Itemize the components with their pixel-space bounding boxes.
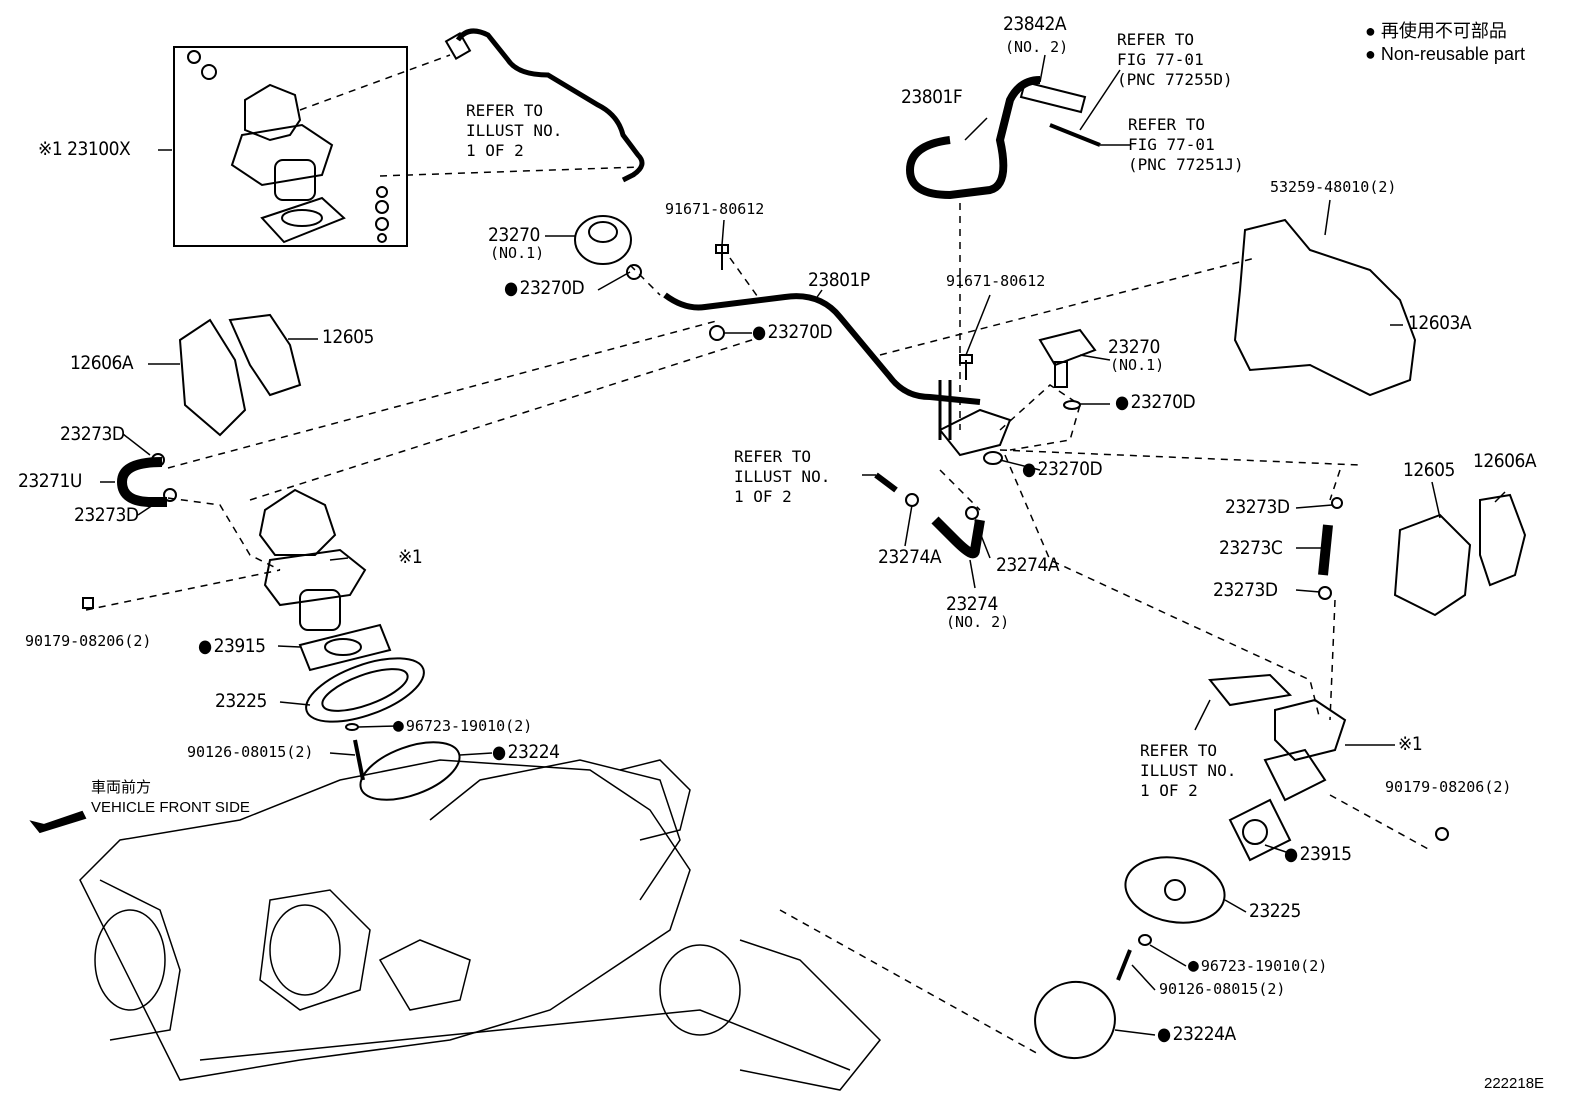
- hose-23271u: [116, 457, 167, 507]
- part-23274: 23274: [946, 593, 998, 615]
- vehicle-front-en: VEHICLE FRONT SIDE: [91, 799, 250, 816]
- high-pressure-tube-upper: [455, 28, 645, 183]
- part-12605-right: 12605: [1403, 459, 1455, 481]
- part-23915-left: 23915: [198, 637, 266, 656]
- part-23801p: 23801P: [808, 269, 870, 291]
- cover-12605-left: [228, 313, 302, 397]
- diagram-code: 222218E: [1484, 1075, 1545, 1092]
- part-23270d-1: 23270D: [504, 279, 585, 298]
- legend-jp: ● 再使用不可部品: [1365, 21, 1507, 41]
- part-96723-right: 96723-19010(2): [1188, 957, 1327, 975]
- part-23225-left: 23225: [215, 690, 267, 712]
- part-90179-left: 90179-08206(2): [25, 632, 152, 650]
- cover-12606a-left: [178, 318, 247, 437]
- ref-illust-3: REFER TO ILLUST NO. 1 OF 2: [1140, 741, 1237, 800]
- vehicle-front-jp: 車両前方: [91, 779, 152, 796]
- gasket-23915-right: [1228, 798, 1292, 862]
- plate-23225-right: [1124, 856, 1226, 924]
- fuel-pump-inset-drawing: [187, 50, 389, 244]
- part-23842a: 23842A: [1003, 13, 1067, 35]
- part-23270d-4: 23270D: [1022, 460, 1103, 479]
- part-53259: 53259-48010(2): [1270, 178, 1397, 196]
- part-90126-right: 90126-08015(2): [1159, 980, 1286, 998]
- part-90126-left: 90126-08015(2): [187, 743, 314, 761]
- part-23801f: 23801F: [901, 86, 963, 108]
- gasket-23915-left: [298, 623, 392, 672]
- ref-illust-2: REFER TO ILLUST NO. 1 OF 2: [734, 447, 831, 506]
- fuel-tube-23801f: [905, 76, 1041, 200]
- part-23274a-1: 23274A: [878, 546, 942, 568]
- part-12605-left: 12605: [322, 326, 374, 348]
- inset-box-23100x: [173, 46, 408, 247]
- ref-illust-1: REFER TO ILLUST NO. 1 OF 2: [466, 101, 563, 160]
- part-12606a-right: 12606A: [1473, 450, 1537, 472]
- intake-manifold-drawing: [79, 759, 882, 1091]
- part-star1-left: ※1: [398, 546, 423, 568]
- plate-23225-left: [305, 657, 425, 723]
- cover-12603a: [1233, 218, 1417, 397]
- ref-fig77-251j: REFER TO FIG 77-01 (PNC 77251J): [1128, 115, 1244, 174]
- part-23224a: 23224A: [1157, 1025, 1237, 1044]
- part-23273d-4: 23273D: [1213, 579, 1278, 601]
- o-ring-23224a: [1034, 980, 1116, 1060]
- fuel-delivery-pipe-23801p: [663, 292, 981, 405]
- legend-en: ● Non-reusable part: [1365, 44, 1525, 64]
- part-23271u: 23271U: [18, 470, 82, 492]
- hose-23273c: [1318, 524, 1333, 576]
- part-12603a: 12603A: [1408, 312, 1472, 334]
- part-23915-right: 23915: [1284, 845, 1352, 864]
- part-23224: 23224: [492, 743, 560, 762]
- part-23274-sub: (NO. 2): [946, 613, 1010, 631]
- pulsation-damper-right-drawing: [983, 328, 1097, 465]
- part-23270-left: 23270: [488, 224, 540, 246]
- ref-fig77-255d: REFER TO FIG 77-01 (PNC 77255D): [1117, 30, 1233, 89]
- part-91671-a: 91671-80612: [665, 200, 765, 218]
- part-23225-right: 23225: [1249, 900, 1301, 922]
- part-23270-right-sub: (NO.1): [1110, 356, 1165, 374]
- part-star1-right: ※1: [1398, 733, 1423, 755]
- part-23273c: 23273C: [1219, 537, 1283, 559]
- part-23270d-3: 23270D: [1115, 393, 1196, 412]
- hose-23274: [931, 516, 985, 559]
- part-23270-left-sub: (NO.1): [490, 244, 545, 262]
- part-12606a-left: 12606A: [70, 352, 134, 374]
- fuel-pump-left-drawing: [82, 488, 367, 631]
- pulsation-damper-left-drawing: [574, 215, 725, 341]
- vehicle-front-arrow: [29, 810, 87, 834]
- part-23273d-3: 23273D: [1225, 496, 1290, 518]
- part-23274a-2: 23274A: [996, 554, 1060, 576]
- part-23842a-sub: (NO. 2): [1005, 38, 1069, 56]
- tube-nut-upper: [444, 31, 472, 61]
- part-91671-b: 91671-80612: [946, 272, 1046, 290]
- part-23273d-1: 23273D: [60, 423, 125, 445]
- fuel-pump-right-drawing: [1208, 673, 1449, 841]
- part-90179-right: 90179-08206(2): [1385, 778, 1512, 796]
- part-96723-left: 96723-19010(2): [393, 717, 532, 735]
- part-23270d-2: 23270D: [752, 323, 833, 342]
- cover-12606a-right: [1479, 493, 1527, 587]
- o-ring-23224: [359, 741, 461, 801]
- part-23270-right: 23270: [1108, 336, 1160, 358]
- part-23100x: ※1 23100X: [38, 138, 131, 160]
- part-23273d-2: 23273D: [74, 504, 139, 526]
- connector-23842a: [1019, 80, 1087, 114]
